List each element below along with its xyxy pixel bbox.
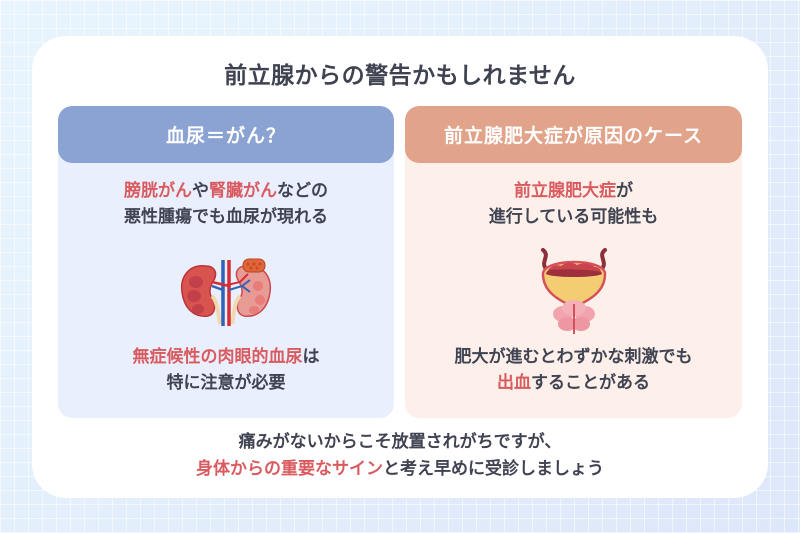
- text: が: [616, 181, 633, 201]
- highlight-text: 出血: [497, 373, 531, 393]
- text-line: 肥大が進むとわずかな刺激でも: [454, 347, 693, 367]
- text-line: 進行している可能性も: [488, 207, 659, 227]
- panel-hematuria-cancer: 血尿＝がん？ 膀胱がんや腎臓がんなどの 悪性腫瘍でも血尿が現れる: [58, 106, 394, 418]
- info-card: 前立腺からの警告かもしれません 血尿＝がん？ 膀胱がんや腎臓がんなどの 悪性腫瘍…: [32, 36, 768, 498]
- panel-header: 血尿＝がん？: [58, 106, 394, 163]
- footer-line: 身体からの重要なサインと考え早めに受診しましょう: [32, 456, 768, 483]
- panel-bottom-text: 無症候性の肉眼的血尿は 特に注意が必要: [58, 344, 394, 396]
- panel-header-label: 前立腺肥大症が原因のケース: [443, 125, 704, 147]
- text-line: 出血することがある: [405, 370, 742, 396]
- panel-header-label: 血尿＝がん？: [165, 125, 286, 147]
- footer-line: 痛みがないからこそ放置されがちですが、: [238, 432, 562, 452]
- panel-top-text: 前立腺肥大症が 進行している可能性も: [405, 178, 742, 230]
- panel-bottom-text: 肥大が進むとわずかな刺激でも 出血することがある: [405, 344, 742, 396]
- text-line: 特に注意が必要: [166, 373, 286, 393]
- text: や: [192, 181, 209, 201]
- page-title: 前立腺からの警告かもしれません: [220, 56, 580, 96]
- panel-bph-case: 前立腺肥大症が原因のケース 前立腺肥大症が 進行している可能性も 肥大が進むとわ…: [405, 106, 742, 418]
- prostate-bladder-icon: [540, 248, 607, 334]
- highlight-text: 腎臓がん: [209, 181, 277, 201]
- text-line: 悪性腫瘍でも血尿が現れる: [124, 207, 328, 227]
- highlight-text: 前立腺肥大症: [514, 181, 616, 201]
- text: することがある: [531, 373, 650, 393]
- text-line: 膀胱がんや腎臓がんなどの: [58, 178, 394, 204]
- text-line: 無症候性の肉眼的血尿は: [58, 344, 394, 370]
- kidneys-icon: [180, 258, 272, 326]
- text-line: 前立腺肥大症が: [405, 178, 742, 204]
- text: は: [302, 347, 320, 367]
- text: などの: [277, 181, 328, 201]
- text: と考え早めに受診しましょう: [383, 459, 604, 479]
- highlight-text: 無症候性の肉眼的血尿: [132, 347, 303, 367]
- title-container: 前立腺からの警告かもしれません: [32, 56, 768, 96]
- panel-header: 前立腺肥大症が原因のケース: [405, 106, 742, 163]
- panel-top-text: 膀胱がんや腎臓がんなどの 悪性腫瘍でも血尿が現れる: [58, 178, 394, 230]
- highlight-text: 膀胱がん: [124, 181, 192, 201]
- highlight-text: 身体からの重要なサイン: [196, 459, 383, 479]
- footer-message: 痛みがないからこそ放置されがちですが、 身体からの重要なサインと考え早めに受診し…: [32, 429, 768, 483]
